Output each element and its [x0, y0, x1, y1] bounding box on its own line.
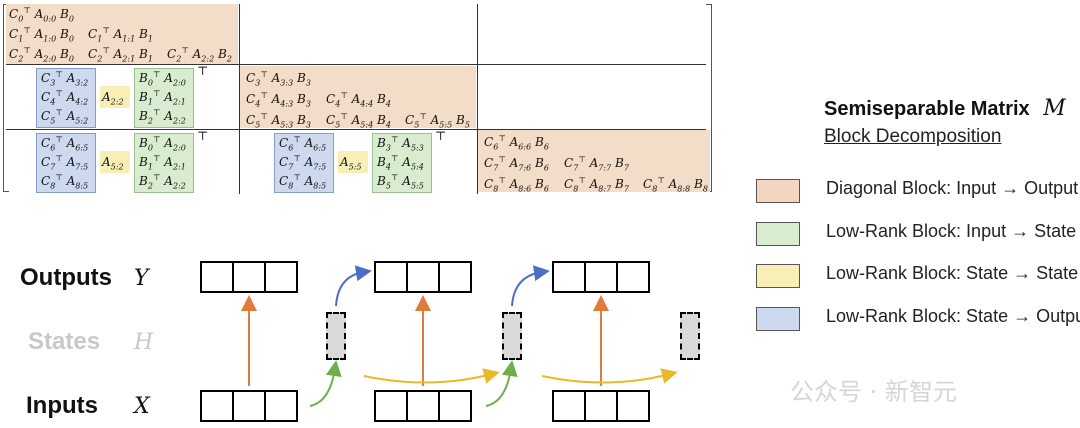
lowrank-a-scalar	[100, 86, 130, 108]
legend-title-text: Semiseparable Matrix	[824, 98, 1030, 120]
matrix-entry: B1⊤ A2:1	[139, 154, 186, 172]
yellow-arrow	[541, 368, 678, 384]
matrix-entry: C6⊤ A6:5	[41, 135, 89, 153]
matrix-entry: B3⊤ A5:3	[377, 135, 424, 153]
semiseparable-matrix: C0⊤ A0:0 B0 C1⊤ A1:0 B0 C1⊤ A1:1 B1 C2⊤ …	[0, 0, 716, 196]
green-arrow	[485, 360, 518, 407]
legend-label: Low-Rank Block: State → State	[826, 263, 1079, 283]
output-block-2	[552, 261, 650, 293]
matrix-entry: B4⊤ A5:4	[377, 154, 424, 172]
yellow-arrow	[363, 368, 500, 384]
lowrank-b-vector	[372, 133, 432, 193]
matrix-entry: C8⊤ A8:5	[279, 173, 327, 191]
watermark: 公众号 · 新智元	[790, 378, 957, 406]
matrix-entry: C7⊤ A7:5	[41, 154, 89, 172]
matrix-entry: C7⊤ A7:7 B7	[564, 155, 629, 173]
legend-swatch-input-state	[756, 222, 800, 246]
matrix-entry: C5⊤ A5:5 B5	[405, 112, 470, 130]
legend-title: Semiseparable Matrix M	[824, 96, 1066, 121]
matrix-entry: C2⊤ A2:2 B2	[167, 46, 232, 64]
matrix-entry: C4⊤ A4:3 B3	[246, 91, 311, 109]
lowrank-a-scalar	[100, 151, 130, 173]
legend-subtitle: Block Decomposition	[824, 126, 1002, 147]
matrix-entry: A2:2	[102, 90, 124, 107]
matrix-entry: C7⊤ A7:6 B6	[484, 155, 549, 173]
state-block-2	[680, 312, 700, 360]
matrix-entry: C7⊤ A7:5	[279, 154, 327, 172]
legend-label: Low-Rank Block: Input → State	[826, 221, 1077, 241]
matrix-entry: B0⊤ A2:0	[139, 135, 186, 153]
matrix-entry: C1⊤ A1:0 B0	[9, 26, 74, 44]
state-block-1	[502, 312, 522, 360]
transpose-symbol: ⊤	[197, 129, 209, 143]
matrix-entry: C8⊤ A8:8 B8	[643, 176, 708, 194]
matrix-entry: C3⊤ A3:2	[41, 70, 89, 88]
lowrank-c-vector	[36, 133, 96, 193]
lowrank-c-vector	[274, 133, 334, 193]
legend-swatch-state-output	[756, 307, 800, 331]
states-label: States	[28, 328, 101, 355]
lowrank-b-vector	[134, 133, 194, 193]
states-symbol: H	[134, 330, 154, 355]
matrix-entry: C0⊤ A0:0 B0	[9, 6, 74, 24]
legend-swatch-diagonal	[756, 179, 800, 203]
matrix-entry: C2⊤ A2:0 B0	[9, 46, 74, 64]
input-block-2	[552, 390, 650, 422]
matrix-entry: B0⊤ A2:0	[139, 70, 186, 88]
matrix-entry: B2⊤ A2:2	[139, 173, 186, 191]
legend-label: Diagonal Block: Input → Output	[826, 178, 1079, 198]
inputs-symbol: X	[134, 394, 150, 419]
diagonal-block-0	[6, 4, 238, 64]
matrix-entry: B1⊤ A2:1	[139, 89, 186, 107]
blue-arrow	[335, 265, 372, 307]
inputs-label: Inputs	[26, 392, 98, 419]
matrix-entry: A5:2	[102, 155, 124, 172]
matrix-entry: C6⊤ A6:6 B6	[484, 134, 549, 152]
matrix-entry: B2⊤ A2:2	[139, 108, 186, 126]
grid-vline-2	[477, 4, 478, 194]
legend-title-symbol: M	[1043, 96, 1066, 121]
matrix-entry: A5:5	[340, 155, 362, 172]
lowrank-b-vector	[134, 68, 194, 128]
input-block-1	[374, 390, 472, 422]
input-block-0	[200, 390, 298, 422]
diagonal-block-2	[478, 130, 710, 192]
legend-swatch-state-state	[756, 264, 800, 288]
transpose-symbol: ⊤	[197, 64, 209, 78]
grid-vline-1	[239, 4, 240, 194]
matrix-entry: C5⊤ A5:4 B4	[326, 112, 391, 130]
output-block-1	[374, 261, 472, 293]
matrix-entry: C5⊤ A5:2	[41, 108, 89, 126]
matrix-entry: C6⊤ A6:5	[279, 135, 327, 153]
matrix-entry: C8⊤ A8:5	[41, 173, 89, 191]
output-block-0	[200, 261, 298, 293]
outputs-symbol: Y	[134, 266, 149, 291]
matrix-entry: C1⊤ A1:1 B1	[88, 26, 153, 44]
outputs-label: Outputs	[20, 264, 112, 291]
transpose-symbol: ⊤	[435, 129, 447, 143]
matrix-entry: C5⊤ A5:3 B3	[246, 112, 311, 130]
lowrank-a-scalar	[338, 151, 368, 173]
matrix-entry: C2⊤ A2:1 B1	[88, 46, 153, 64]
legend-label: Low-Rank Block: State → Output	[826, 306, 1080, 326]
matrix-entry: C8⊤ A8:6 B6	[484, 176, 549, 194]
diagonal-block-1	[240, 66, 476, 128]
blue-arrow	[511, 265, 550, 307]
matrix-entry: C4⊤ A4:4 B4	[326, 91, 391, 109]
lowrank-c-vector	[36, 68, 96, 128]
matrix-entry: C4⊤ A4:2	[41, 89, 89, 107]
green-arrow	[309, 360, 342, 407]
matrix-entry: B5⊤ A5:5	[377, 173, 424, 191]
state-block-0	[326, 312, 346, 360]
grid-hline-1	[6, 64, 706, 65]
matrix-entry: C8⊤ A8:7 B7	[564, 176, 629, 194]
matrix-entry: C3⊤ A3:3 B3	[246, 70, 311, 88]
grid-hline-2	[6, 129, 706, 130]
